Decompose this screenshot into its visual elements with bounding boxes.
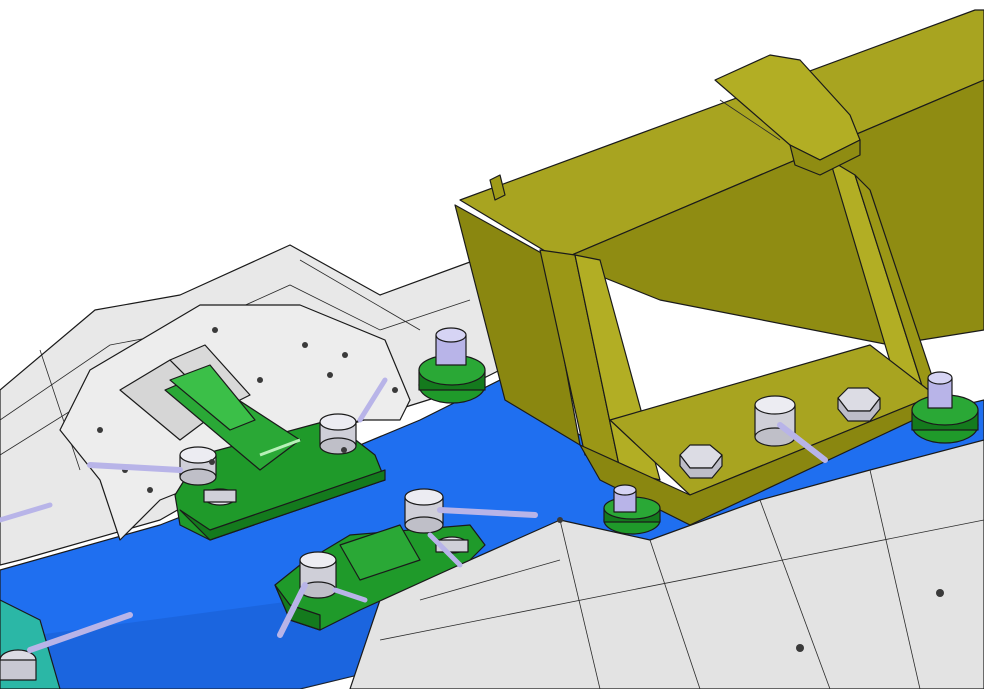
- teal-block: [0, 599, 133, 689]
- green-pedestal: [911, 371, 979, 444]
- hex-bolt: [679, 444, 723, 479]
- locating-pin: [0, 377, 388, 523]
- green-pedestal: [418, 327, 486, 404]
- hex-bolt: [203, 488, 237, 506]
- sheet-metal-panel-bottom-right: [349, 439, 984, 689]
- locating-pin: [777, 422, 828, 463]
- hex-bolt: [319, 413, 357, 455]
- olive-box-bracket: [454, 9, 984, 526]
- hex-bolt: [837, 387, 881, 422]
- hex-bolt: [754, 395, 796, 447]
- hex-bolt: [404, 488, 444, 534]
- green-clamp-block: [274, 524, 486, 631]
- green-pedestal: [603, 484, 661, 535]
- hex-bolt: [179, 446, 217, 486]
- hex-bolt: [299, 551, 337, 599]
- locating-pin: [277, 507, 538, 638]
